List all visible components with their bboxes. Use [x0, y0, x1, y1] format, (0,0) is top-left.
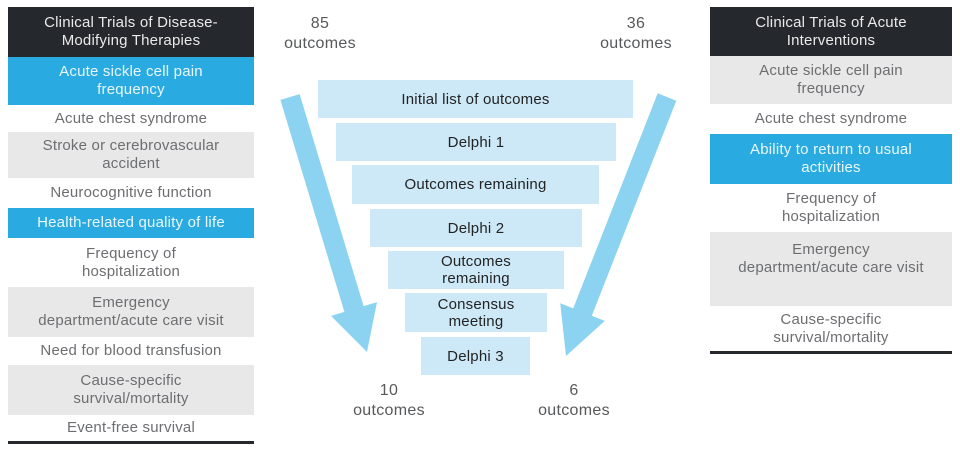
- right-outcome-column: Clinical Trials of Acute Interventions A…: [710, 7, 952, 354]
- funnel-step: Delphi 2: [370, 209, 582, 247]
- outcome-item: Neurocognitive function: [8, 178, 254, 208]
- outcome-count-label: 85 outcomes: [260, 14, 380, 54]
- count-value: 10: [379, 382, 399, 399]
- outcome-item: Frequency of hospitalization: [710, 184, 952, 232]
- count-value: 85: [310, 15, 330, 32]
- outcome-item: Stroke or cerebrovascular accident: [8, 132, 254, 178]
- outcome-item: Need for blood transfusion: [8, 337, 254, 365]
- outcome-item: Cause-specific survival/mortality: [8, 365, 254, 415]
- funnel-step: Delphi 1: [336, 123, 616, 161]
- count-value: 6: [569, 382, 579, 399]
- outcome-item: Cause-specific survival/mortality: [710, 306, 952, 351]
- outcome-item: Acute chest syndrome: [8, 105, 254, 132]
- funnel-step: Consensus meeting: [405, 293, 547, 332]
- outcome-item: Ability to return to usual activities: [710, 134, 952, 184]
- count-unit: outcomes: [353, 402, 425, 419]
- funnel-step: Outcomes remaining: [388, 251, 564, 289]
- outcome-item: Acute sickle cell pain frequency: [710, 56, 952, 104]
- outcome-item: Health-related quality of life: [8, 208, 254, 238]
- outcome-count-label: 10 outcomes: [329, 381, 449, 421]
- outcome-count-label: 36 outcomes: [576, 14, 696, 54]
- outcome-item: Emergency department/acute care visit: [8, 287, 254, 337]
- outcome-count-label: 6 outcomes: [514, 381, 634, 421]
- outcome-item: Event-free survival: [8, 415, 254, 441]
- count-unit: outcomes: [600, 35, 672, 52]
- funnel-step: Outcomes remaining: [352, 165, 599, 204]
- column-header: Clinical Trials of Disease- Modifying Th…: [8, 7, 254, 57]
- outcome-item: Emergency department/acute care visit: [710, 232, 952, 306]
- outcome-item: Acute sickle cell pain frequency: [8, 57, 254, 105]
- count-unit: outcomes: [538, 402, 610, 419]
- outcome-item: Frequency of hospitalization: [8, 238, 254, 287]
- left-outcome-column: Clinical Trials of Disease- Modifying Th…: [8, 7, 254, 444]
- column-header: Clinical Trials of Acute Interventions: [710, 7, 952, 56]
- count-value: 36: [626, 15, 646, 32]
- count-unit: outcomes: [284, 35, 356, 52]
- outcome-item: Acute chest syndrome: [710, 104, 952, 134]
- funnel-step: Delphi 3: [421, 337, 530, 375]
- funnel-step: Initial list of outcomes: [318, 80, 633, 118]
